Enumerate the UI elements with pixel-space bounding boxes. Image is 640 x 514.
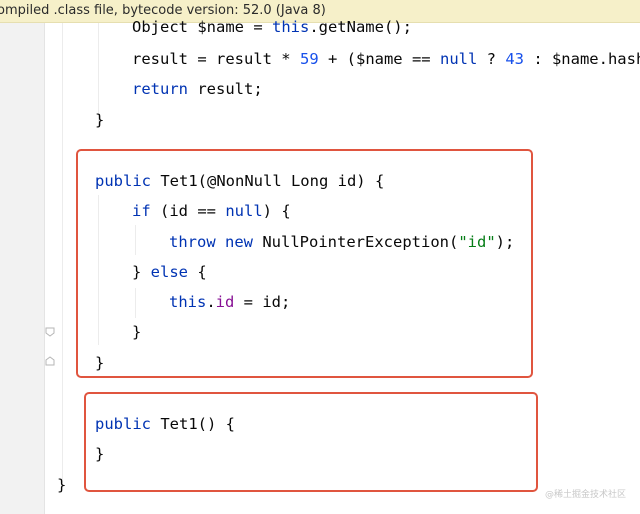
fold-start-icon[interactable] <box>45 356 55 366</box>
code-token-kw: this <box>271 18 310 36</box>
code-token-kw: public <box>95 415 151 433</box>
code-line[interactable]: } <box>132 322 141 342</box>
code-token-num: 43 <box>505 50 524 68</box>
code-token: } <box>132 263 151 281</box>
code-token: : $name.hashC <box>533 50 640 68</box>
code-token-kw: this <box>169 293 207 311</box>
code-token-str: "id" <box>458 233 496 251</box>
code-token: = id; <box>234 293 291 311</box>
code-token: . <box>206 293 216 311</box>
code-token: } <box>95 111 105 129</box>
code-token-fld: id <box>215 293 235 311</box>
code-token: Tet1() { <box>151 415 235 433</box>
banner-text: ompiled .class file, bytecode version: 5… <box>0 3 326 18</box>
code-token: result; <box>188 80 263 98</box>
code-token: + ($name == <box>318 50 440 68</box>
code-token: } <box>95 445 105 463</box>
code-line[interactable]: if (id == null) { <box>132 201 291 221</box>
code-token-kw: else <box>150 263 188 281</box>
code-token: } <box>57 476 67 494</box>
code-token: ? <box>477 50 506 68</box>
code-token-num: 59 <box>299 50 319 68</box>
editor-gutter <box>0 23 45 514</box>
decompiled-file-banner: ompiled .class file, bytecode version: 5… <box>0 0 640 23</box>
code-line[interactable]: public Tet1() { <box>95 414 235 434</box>
code-token-kw: return <box>132 80 188 98</box>
code-token: result = result * <box>132 50 300 68</box>
code-token: Object $name = <box>132 18 272 36</box>
highlight-box-noarg-constructor <box>84 392 538 492</box>
code-token: ) { <box>262 202 291 220</box>
code-line[interactable]: } <box>95 353 104 373</box>
code-line[interactable]: } <box>95 110 104 130</box>
indent-guide <box>98 195 99 345</box>
code-token: } <box>95 354 105 372</box>
code-token-kw: if <box>132 202 151 220</box>
indent-guide <box>98 23 99 128</box>
code-token: Tet1(@NonNull Long id) { <box>151 172 385 190</box>
code-token-kw: public <box>95 172 151 190</box>
code-line[interactable]: } <box>57 475 66 495</box>
code-token: .getName(); <box>309 18 412 36</box>
code-token-kw: null <box>439 50 478 68</box>
fold-end-icon[interactable] <box>45 327 55 337</box>
code-token: (id == <box>150 202 226 220</box>
code-token: NullPointerException( <box>253 233 459 251</box>
indent-guide <box>135 225 136 255</box>
code-line[interactable]: Object $name = this.getName(); <box>132 17 412 37</box>
code-line[interactable]: public Tet1(@NonNull Long id) { <box>95 171 384 191</box>
indent-guide <box>135 288 136 318</box>
code-line[interactable]: throw new NullPointerException("id"); <box>169 232 514 252</box>
code-line[interactable]: return result; <box>132 79 263 99</box>
code-line[interactable]: result = result * 59 + ($name == null ? … <box>132 49 640 69</box>
code-token: { <box>188 263 207 281</box>
watermark: @稀土掘金技术社区 <box>544 490 626 500</box>
code-token-kw: null <box>225 202 263 220</box>
code-token-kw: new <box>225 233 254 251</box>
code-line[interactable]: } else { <box>132 262 207 282</box>
indent-guide <box>62 23 63 483</box>
code-line[interactable]: } <box>95 444 104 464</box>
code-token-kw: throw <box>169 233 216 251</box>
code-token: ); <box>495 233 515 251</box>
code-token: } <box>132 323 142 341</box>
highlight-box-annotated-constructor <box>76 149 533 378</box>
code-line[interactable]: this.id = id; <box>169 292 290 312</box>
